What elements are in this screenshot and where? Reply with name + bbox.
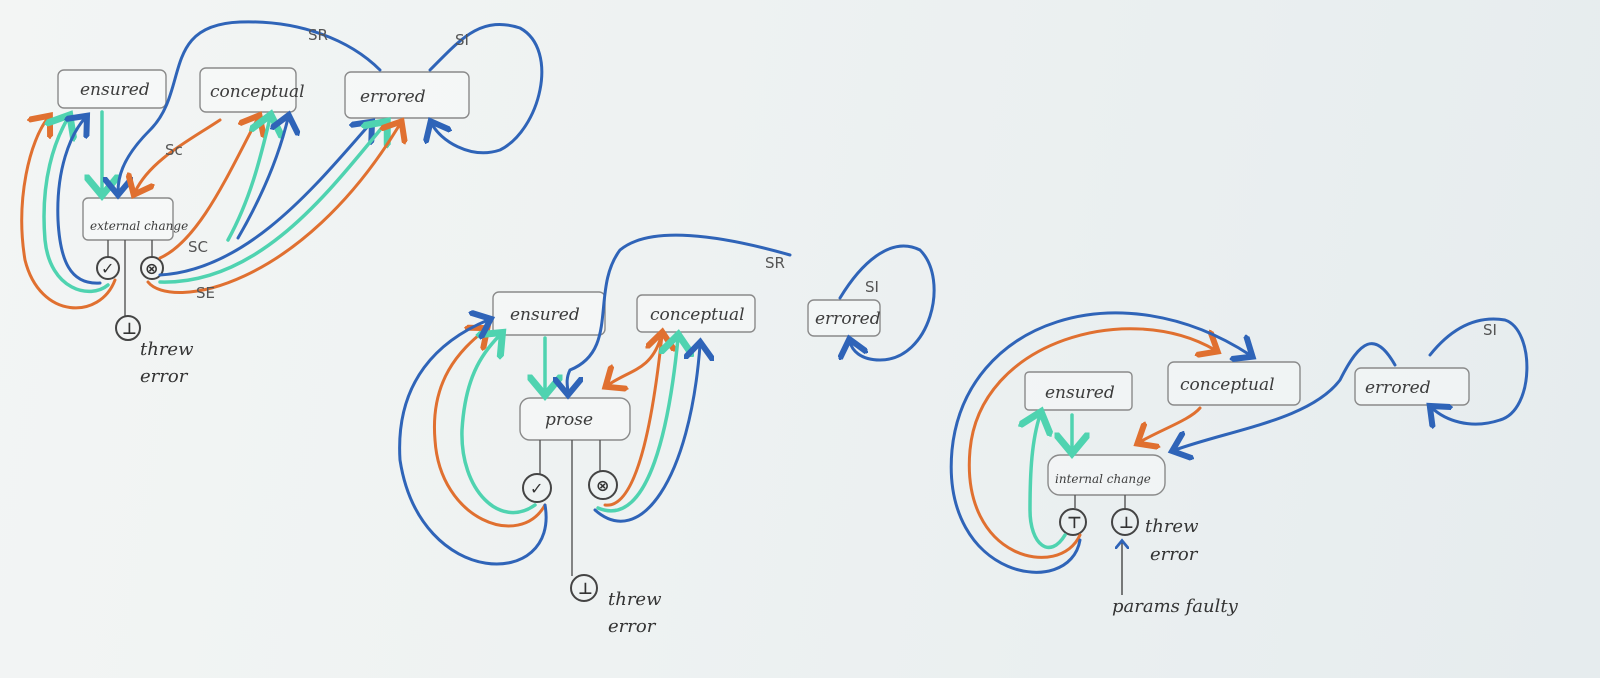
- svg-text:threw: threw: [608, 589, 662, 610]
- edge-failure-to-conceptual-teal: [226, 118, 270, 242]
- state-conceptual: conceptual: [199, 67, 305, 113]
- edge-sr-errored-to-action: [567, 233, 792, 392]
- edge-failure-to-conceptual-orange: [603, 335, 662, 507]
- edge-conceptual-to-action: [1140, 406, 1202, 442]
- svg-text:SC: SC: [188, 238, 208, 256]
- state-errored: errored: [807, 299, 881, 337]
- diagram-2: ensured conceptual errored prose ✓ ⊗ ⊥ t…: [398, 233, 936, 637]
- svg-text:conceptual: conceptual: [210, 82, 305, 102]
- svg-text:errored: errored: [815, 309, 881, 329]
- svg-text:ensured: ensured: [1045, 383, 1115, 403]
- edge-failure-to-errored-orange: [146, 124, 400, 294]
- edge-failure-to-errored-blue: [158, 124, 370, 277]
- edge-success-to-ensured-orange: [20, 118, 117, 310]
- svg-text:conceptual: conceptual: [650, 305, 745, 325]
- success-outcome: [96, 256, 120, 280]
- svg-text:params faulty: params faulty: [1112, 596, 1239, 617]
- state-errored: errored: [1354, 367, 1470, 406]
- edge-si-errored-self: [1430, 317, 1529, 424]
- edge-failure-to-conceptual-orange: [158, 118, 258, 260]
- svg-text:conceptual: conceptual: [1180, 375, 1275, 395]
- edge-si-errored-self: [840, 244, 936, 362]
- action-external-change: external change: [82, 197, 188, 241]
- edge-top-to-ensured-teal: [1030, 415, 1067, 549]
- svg-text:SR: SR: [765, 254, 785, 272]
- edge-si-errored-self: [430, 22, 544, 155]
- edge-failure-to-conceptual-teal: [596, 338, 678, 513]
- svg-text:error: error: [140, 366, 189, 387]
- svg-text:✓: ✓: [101, 259, 114, 278]
- state-conceptual: conceptual: [1167, 361, 1301, 406]
- bottom-outcome: [115, 315, 141, 341]
- action-internal-change: internal change: [1047, 454, 1166, 496]
- state-ensured: ensured: [492, 291, 606, 336]
- edge-success-to-ensured-teal: [460, 335, 537, 515]
- svg-text:threw: threw: [1145, 516, 1199, 537]
- svg-text:SI: SI: [1483, 321, 1497, 339]
- svg-text:errored: errored: [1365, 378, 1431, 398]
- failure-outcome: [588, 470, 618, 500]
- svg-text:ensured: ensured: [80, 80, 150, 100]
- diagram-3: ensured conceptual errored internal chan…: [949, 311, 1529, 617]
- svg-text:SR: SR: [308, 26, 328, 44]
- edge-failure-to-conceptual-blue: [593, 345, 700, 523]
- edge-failure-to-errored-teal: [158, 124, 385, 284]
- svg-text:ensured: ensured: [510, 305, 580, 325]
- svg-text:internal change: internal change: [1055, 472, 1151, 486]
- svg-text:Sc: Sc: [165, 141, 183, 159]
- svg-text:SI: SI: [455, 31, 469, 49]
- svg-text:error: error: [608, 616, 657, 637]
- state-errored: errored: [344, 71, 470, 119]
- action-prose: prose: [519, 397, 631, 441]
- edge-sc-conceptual-to-action: [135, 118, 222, 192]
- edge-success-to-ensured-orange: [432, 330, 547, 528]
- svg-text:errored: errored: [360, 87, 426, 107]
- state-conceptual: conceptual: [636, 294, 756, 333]
- bottom-outcome: [1111, 508, 1139, 536]
- edge-sr-errored-to-action: [118, 20, 382, 192]
- svg-text:⊥: ⊥: [122, 319, 137, 338]
- edge-success-to-ensured-blue: [398, 320, 548, 566]
- svg-text:error: error: [1150, 544, 1199, 565]
- edge-failure-to-conceptual-blue: [236, 118, 288, 240]
- state-ensured: ensured: [1024, 371, 1133, 411]
- svg-text:⊤: ⊤: [1067, 513, 1082, 532]
- svg-text:external change: external change: [90, 219, 188, 233]
- edge-conceptual-to-action: [608, 338, 662, 385]
- edge-success-to-ensured-blue: [56, 118, 102, 285]
- edge-top-to-conceptual-orange: [967, 327, 1215, 559]
- svg-text:⊥: ⊥: [1119, 513, 1134, 532]
- bottom-outcome: [570, 574, 598, 602]
- success-outcome: [522, 473, 552, 503]
- diagram-1: ensured conceptual errored external chan…: [20, 20, 544, 387]
- svg-text:✓: ✓: [530, 479, 543, 498]
- svg-text:SE: SE: [196, 284, 215, 302]
- state-ensured: ensured: [57, 69, 167, 109]
- edge-success-to-ensured-teal: [42, 118, 110, 294]
- svg-text:prose: prose: [545, 410, 593, 430]
- svg-text:threw: threw: [140, 339, 194, 360]
- svg-text:⊥: ⊥: [578, 579, 593, 598]
- failure-outcome: [140, 256, 164, 280]
- edge-errored-to-action: [1175, 342, 1397, 450]
- svg-text:⊗: ⊗: [596, 476, 609, 495]
- top-outcome: [1059, 508, 1087, 536]
- svg-text:⊗: ⊗: [145, 259, 158, 278]
- edge-top-to-conceptual-blue: [949, 311, 1250, 574]
- svg-text:SI: SI: [865, 278, 879, 296]
